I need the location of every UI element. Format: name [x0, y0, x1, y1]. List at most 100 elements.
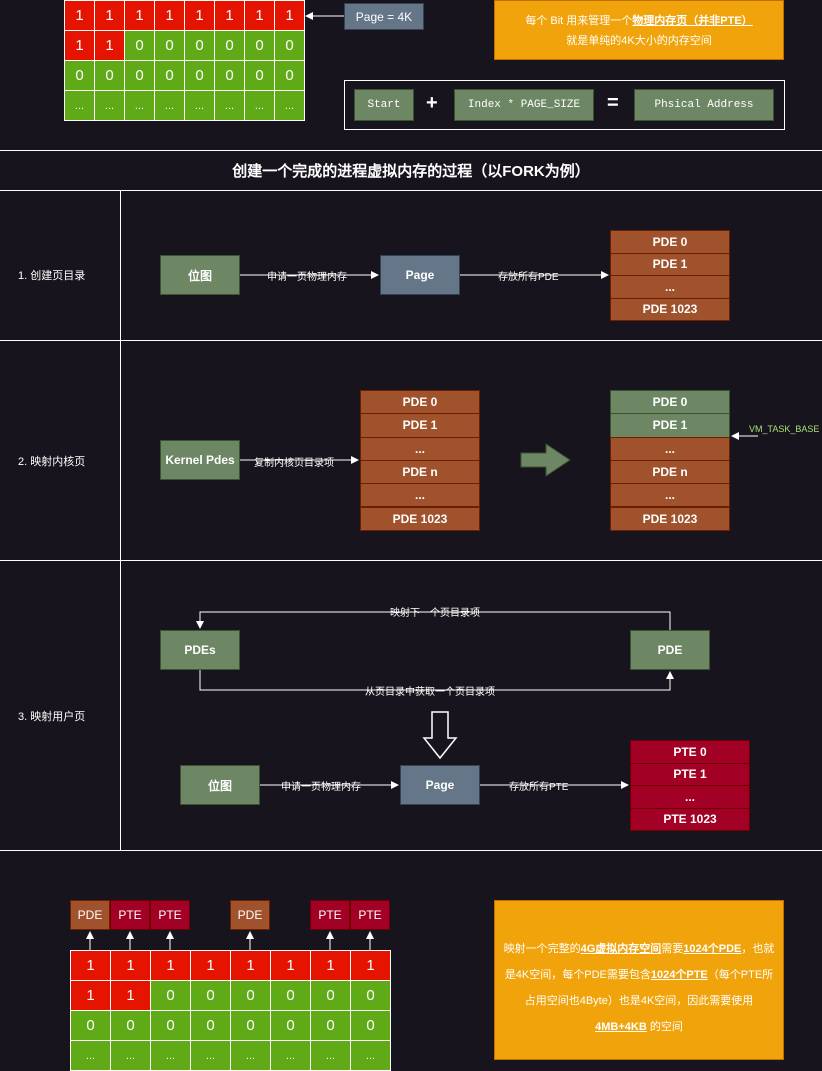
divider-title — [0, 190, 822, 191]
bottom-note-p4: （每个PTE所占用空间也4Byte）也是4K空间，因此需要使用 — [524, 969, 774, 1007]
bit-cell: 0 — [244, 30, 275, 61]
bottom-up-arrows — [86, 931, 374, 950]
entry-tag-pte: PTE — [350, 900, 390, 930]
step3-label: 3. 映射用户页 — [18, 711, 86, 723]
bottom-note: 映射一个完整的4G虚拟内存空间需要1024个PDE，也就是4K空间，每个PDE需… — [494, 900, 784, 1060]
bit-cell: 0 — [274, 30, 305, 61]
table-entry: ... — [630, 785, 750, 809]
top-note-text: 每个 Bit 用来管理一个 — [525, 15, 633, 27]
table-entry: PDE 1023 — [610, 506, 730, 531]
table-entry: PDE 1023 — [360, 506, 480, 531]
bit-cell: 1 — [154, 0, 185, 31]
bit-cell: 0 — [64, 60, 95, 91]
entry-tag-pte: PTE — [150, 900, 190, 930]
bit-cell: 0 — [94, 60, 125, 91]
bottom-note-p5: 的空间 — [646, 1021, 683, 1033]
entry-tag-pte: PTE — [310, 900, 350, 930]
bit-cell: 1 — [214, 0, 245, 31]
vm-task-base-label: VM_TASK_BASE — [749, 424, 820, 434]
table-entry: ... — [610, 436, 730, 461]
table-entry: PDE 1 — [610, 413, 730, 438]
bit-cell: ... — [154, 90, 185, 121]
table-entry: PDE 0 — [360, 390, 480, 415]
table-entry: PDE 1 — [360, 413, 480, 438]
bottom-note-e3: 1024个PTE — [650, 969, 708, 981]
table-entry: ... — [610, 483, 730, 508]
step1-page-box: Page — [380, 255, 460, 295]
step3-pdes-box: PDEs — [160, 630, 240, 670]
bit-cell: 1 — [94, 30, 125, 61]
bit-cell: 0 — [274, 60, 305, 91]
bit-cell: ... — [70, 1040, 111, 1071]
top-note-line2: 就是单纯的4K大小的内存空间 — [566, 35, 712, 47]
divider-step2 — [0, 560, 822, 561]
bottom-note-p3: ，也就是4K空间，每个PDE需要包含 — [504, 943, 775, 981]
label-column-divider — [120, 190, 121, 850]
divider-top — [0, 150, 822, 151]
table-entry: PDE n — [610, 459, 730, 485]
formula-index: Index * PAGE_SIZE — [454, 89, 594, 121]
formula-plus: + — [426, 92, 438, 114]
bit-cell: ... — [214, 90, 245, 121]
bit-cell: 1 — [230, 950, 271, 981]
table-entry: ... — [610, 275, 730, 299]
step1-edge-alloc: 申请一页物理内存 — [266, 268, 348, 283]
bottom-note-p1: 映射一个完整的 — [503, 943, 581, 955]
bit-cell: 1 — [64, 0, 95, 31]
entry-tag-pte: PTE — [110, 900, 150, 930]
bit-cell: 1 — [310, 950, 351, 981]
bit-cell: ... — [274, 90, 305, 121]
table-entry: PDE n — [360, 459, 480, 485]
step2-label: 2. 映射内核页 — [18, 456, 86, 468]
divider-step3 — [0, 850, 822, 851]
bit-cell: 1 — [274, 0, 305, 31]
page-size-label: Page = 4K — [344, 3, 424, 30]
bit-cell: 1 — [150, 950, 191, 981]
formula-frame — [344, 80, 785, 130]
step3-edge-store: 存放所有PTE — [508, 778, 570, 793]
step3-page-box: Page — [400, 765, 480, 805]
bit-cell: 1 — [110, 980, 151, 1011]
bit-cell: ... — [190, 1040, 231, 1071]
bit-cell: ... — [230, 1040, 271, 1071]
step1-edge-store: 存放所有PDE — [497, 268, 560, 283]
bit-cell: 0 — [184, 30, 215, 61]
table-entry: PTE 1 — [630, 762, 750, 786]
bit-cell: 1 — [270, 950, 311, 981]
formula-equals: = — [607, 92, 619, 114]
step3-edge-fetch: 从页目录中获取一个页目录项 — [364, 683, 496, 698]
top-note: 每个 Bit 用来管理一个物理内存页（并非PTE） 就是单纯的4K大小的内存空间 — [494, 0, 784, 60]
bit-cell: 0 — [230, 1010, 271, 1041]
table-entry: PDE 0 — [610, 390, 730, 415]
divider-step1 — [0, 340, 822, 341]
bottom-note-e1: 4G虚拟内存空间 — [580, 943, 662, 955]
step3-edge-next: 映射下一个页目录项 — [389, 604, 481, 619]
bit-cell: 1 — [94, 0, 125, 31]
bit-cell: 0 — [270, 980, 311, 1011]
bit-cell: 1 — [350, 950, 391, 981]
table-entry: PDE 1 — [610, 252, 730, 276]
bit-cell: 0 — [214, 30, 245, 61]
bit-cell: ... — [124, 90, 155, 121]
table-entry: PDE 1023 — [610, 297, 730, 321]
formula-result: Phsical Address — [634, 89, 774, 121]
step3-bitmap-box: 位图 — [180, 765, 260, 805]
bit-cell: ... — [350, 1040, 391, 1071]
entry-tag-pde: PDE — [70, 900, 110, 930]
bit-cell: 0 — [190, 1010, 231, 1041]
bit-cell: 1 — [124, 0, 155, 31]
bit-cell: 0 — [154, 60, 185, 91]
diagram-title: 创建一个完成的进程虚拟内存的过程（以FORK为例） — [232, 162, 590, 180]
bit-cell: ... — [150, 1040, 191, 1071]
bit-cell: 0 — [150, 980, 191, 1011]
bottom-note-e2: 1024个PDE — [683, 943, 742, 955]
table-entry: ... — [360, 436, 480, 461]
bit-cell: 1 — [190, 950, 231, 981]
bottom-note-p2: 需要 — [661, 943, 684, 955]
bit-cell: 1 — [244, 0, 275, 31]
bit-cell: ... — [244, 90, 275, 121]
